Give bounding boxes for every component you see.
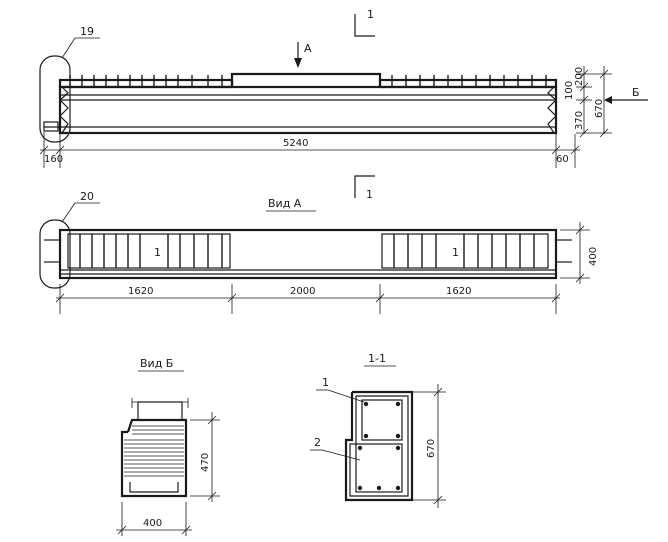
plan-bar-mark-right: 1 — [452, 246, 459, 259]
beam-break-right — [547, 86, 557, 134]
callout-2-label: 2 — [314, 436, 321, 449]
stirrup-upper — [361, 399, 403, 441]
beam-body — [58, 85, 558, 135]
stirrup-ticks-left — [69, 75, 223, 87]
view-b-bottom-bracket — [129, 482, 179, 493]
view-b-body — [120, 418, 188, 498]
dim-h-total: 670 — [594, 99, 605, 118]
dim-h-mid: 100 — [564, 81, 575, 100]
view-b-width-dim: 400 — [143, 518, 162, 529]
section-marker-top-label: 1 — [367, 8, 374, 21]
callout-19-leader — [61, 37, 76, 59]
view-a-arrow-label: А — [304, 42, 312, 55]
plan-view: Вид А 1 1 — [39, 190, 599, 314]
dim-right-end: 60 — [556, 154, 569, 165]
cage-left — [67, 233, 231, 269]
dim-length: 5240 — [283, 138, 308, 149]
callout-1-leader — [327, 389, 365, 403]
section-title: 1-1 — [368, 352, 386, 365]
plan-width-dim: 400 — [588, 247, 599, 266]
dim-h-low: 370 — [574, 111, 585, 130]
elevation-view: 19 А 1 1 Б 160 5240 60 — [39, 8, 648, 201]
plan-title: Вид А — [268, 197, 302, 210]
beam-raised-middle — [230, 72, 382, 87]
plan-bar-mark-left: 1 — [154, 246, 161, 259]
section-marker-bottom — [354, 175, 375, 198]
beam-break-left — [59, 86, 69, 134]
plan-seg-right: 1620 — [446, 286, 471, 297]
cage-left-bars — [79, 234, 223, 268]
view-b-arrow-label: Б — [632, 86, 640, 99]
callout-19-label: 19 — [80, 25, 94, 38]
callout-20-outline — [39, 219, 71, 289]
section-inner-outline — [349, 395, 409, 497]
view-a-arrow-head — [294, 58, 302, 68]
section-rebars — [357, 401, 401, 491]
stirrup-lower — [355, 443, 403, 493]
section-1-1: 1-1 1 2 670 — [310, 352, 446, 508]
view-b-height-dim: 470 — [200, 453, 211, 472]
view-b-hatch — [124, 425, 184, 477]
callout-20-leader — [61, 202, 76, 223]
plan-outline — [58, 228, 558, 280]
callout-20-label: 20 — [80, 190, 94, 203]
dim-left-end: 160 — [44, 154, 63, 165]
view-b-title: Вид Б — [140, 357, 173, 370]
view-b-arrow-head — [604, 96, 612, 104]
callout-2-leader — [321, 449, 361, 461]
callout-19-outline — [39, 55, 71, 143]
view-b: Вид Б 470 400 — [116, 357, 220, 536]
plan-seg-left: 1620 — [128, 286, 153, 297]
section-height-dim: 670 — [426, 439, 437, 458]
callout-1-label: 1 — [322, 376, 329, 389]
cage-right — [381, 233, 549, 269]
view-b-top-block — [137, 401, 183, 421]
dim-h-top: 200 — [574, 67, 585, 86]
cage-right-bars — [393, 234, 535, 268]
section-marker-top — [354, 14, 375, 37]
plan-seg-mid: 2000 — [290, 286, 315, 297]
bar-end-left — [43, 121, 59, 132]
stirrup-ticks-right — [391, 75, 547, 87]
section-marker-bottom-label: 1 — [366, 188, 373, 201]
